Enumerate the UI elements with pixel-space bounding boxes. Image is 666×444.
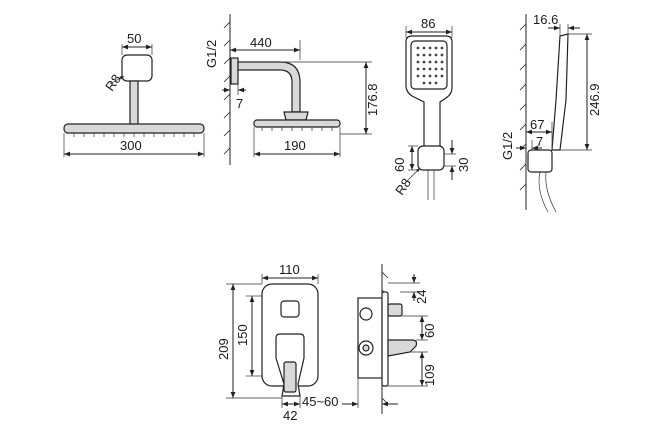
thread-g12-label: G1/2 <box>204 40 219 68</box>
dim-150-label: 150 <box>235 324 250 346</box>
dim-300-label: 300 <box>120 138 142 153</box>
thread-g12b-label: G1/2 <box>500 132 515 160</box>
hand-shower-side-view: 16.6 246.9 G1/2 67 7 <box>500 12 602 213</box>
radius-r8-label: R8 <box>102 71 124 93</box>
dim-7-label: 7 <box>236 96 243 111</box>
radius-r8b-label: R8 <box>392 175 414 197</box>
dim-209-label: 209 <box>216 338 231 360</box>
nozzle-row <box>73 133 195 137</box>
dim-50-label: 50 <box>127 31 141 46</box>
dim-30-label: 30 <box>456 158 471 172</box>
dim-42-label: 42 <box>283 408 297 423</box>
dim-246-label: 246.9 <box>587 83 602 116</box>
dim-4560-label: 45~60 <box>302 394 339 409</box>
dim-24-label: 24 <box>414 290 429 304</box>
mixer-side-view: 24 60 109 45~60 <box>302 264 437 414</box>
spray-nozzles <box>416 46 444 85</box>
dim-440-label: 440 <box>250 35 272 50</box>
mixer-front-view: 110 209 150 42 <box>216 262 319 423</box>
dim-60-label: 60 <box>392 158 407 172</box>
dim-86-label: 86 <box>421 16 435 31</box>
dim-190-label: 190 <box>284 138 306 153</box>
dim-176-label: 176.8 <box>365 83 380 116</box>
shower-head-front-view: 50 R8 300 <box>63 31 205 157</box>
dim-109-label: 109 <box>422 364 437 386</box>
dim-110-label: 110 <box>279 262 300 277</box>
dim-60b-label: 60 <box>422 324 437 338</box>
dim-7b-label: 7 <box>536 134 543 149</box>
hand-shower-front-view: 86 60 R8 30 <box>392 16 471 200</box>
dim-16-label: 16.6 <box>533 12 558 27</box>
shower-head-side-view: G1/2 440 7 176.8 190 <box>204 14 380 165</box>
dim-67-label: 67 <box>530 117 544 132</box>
